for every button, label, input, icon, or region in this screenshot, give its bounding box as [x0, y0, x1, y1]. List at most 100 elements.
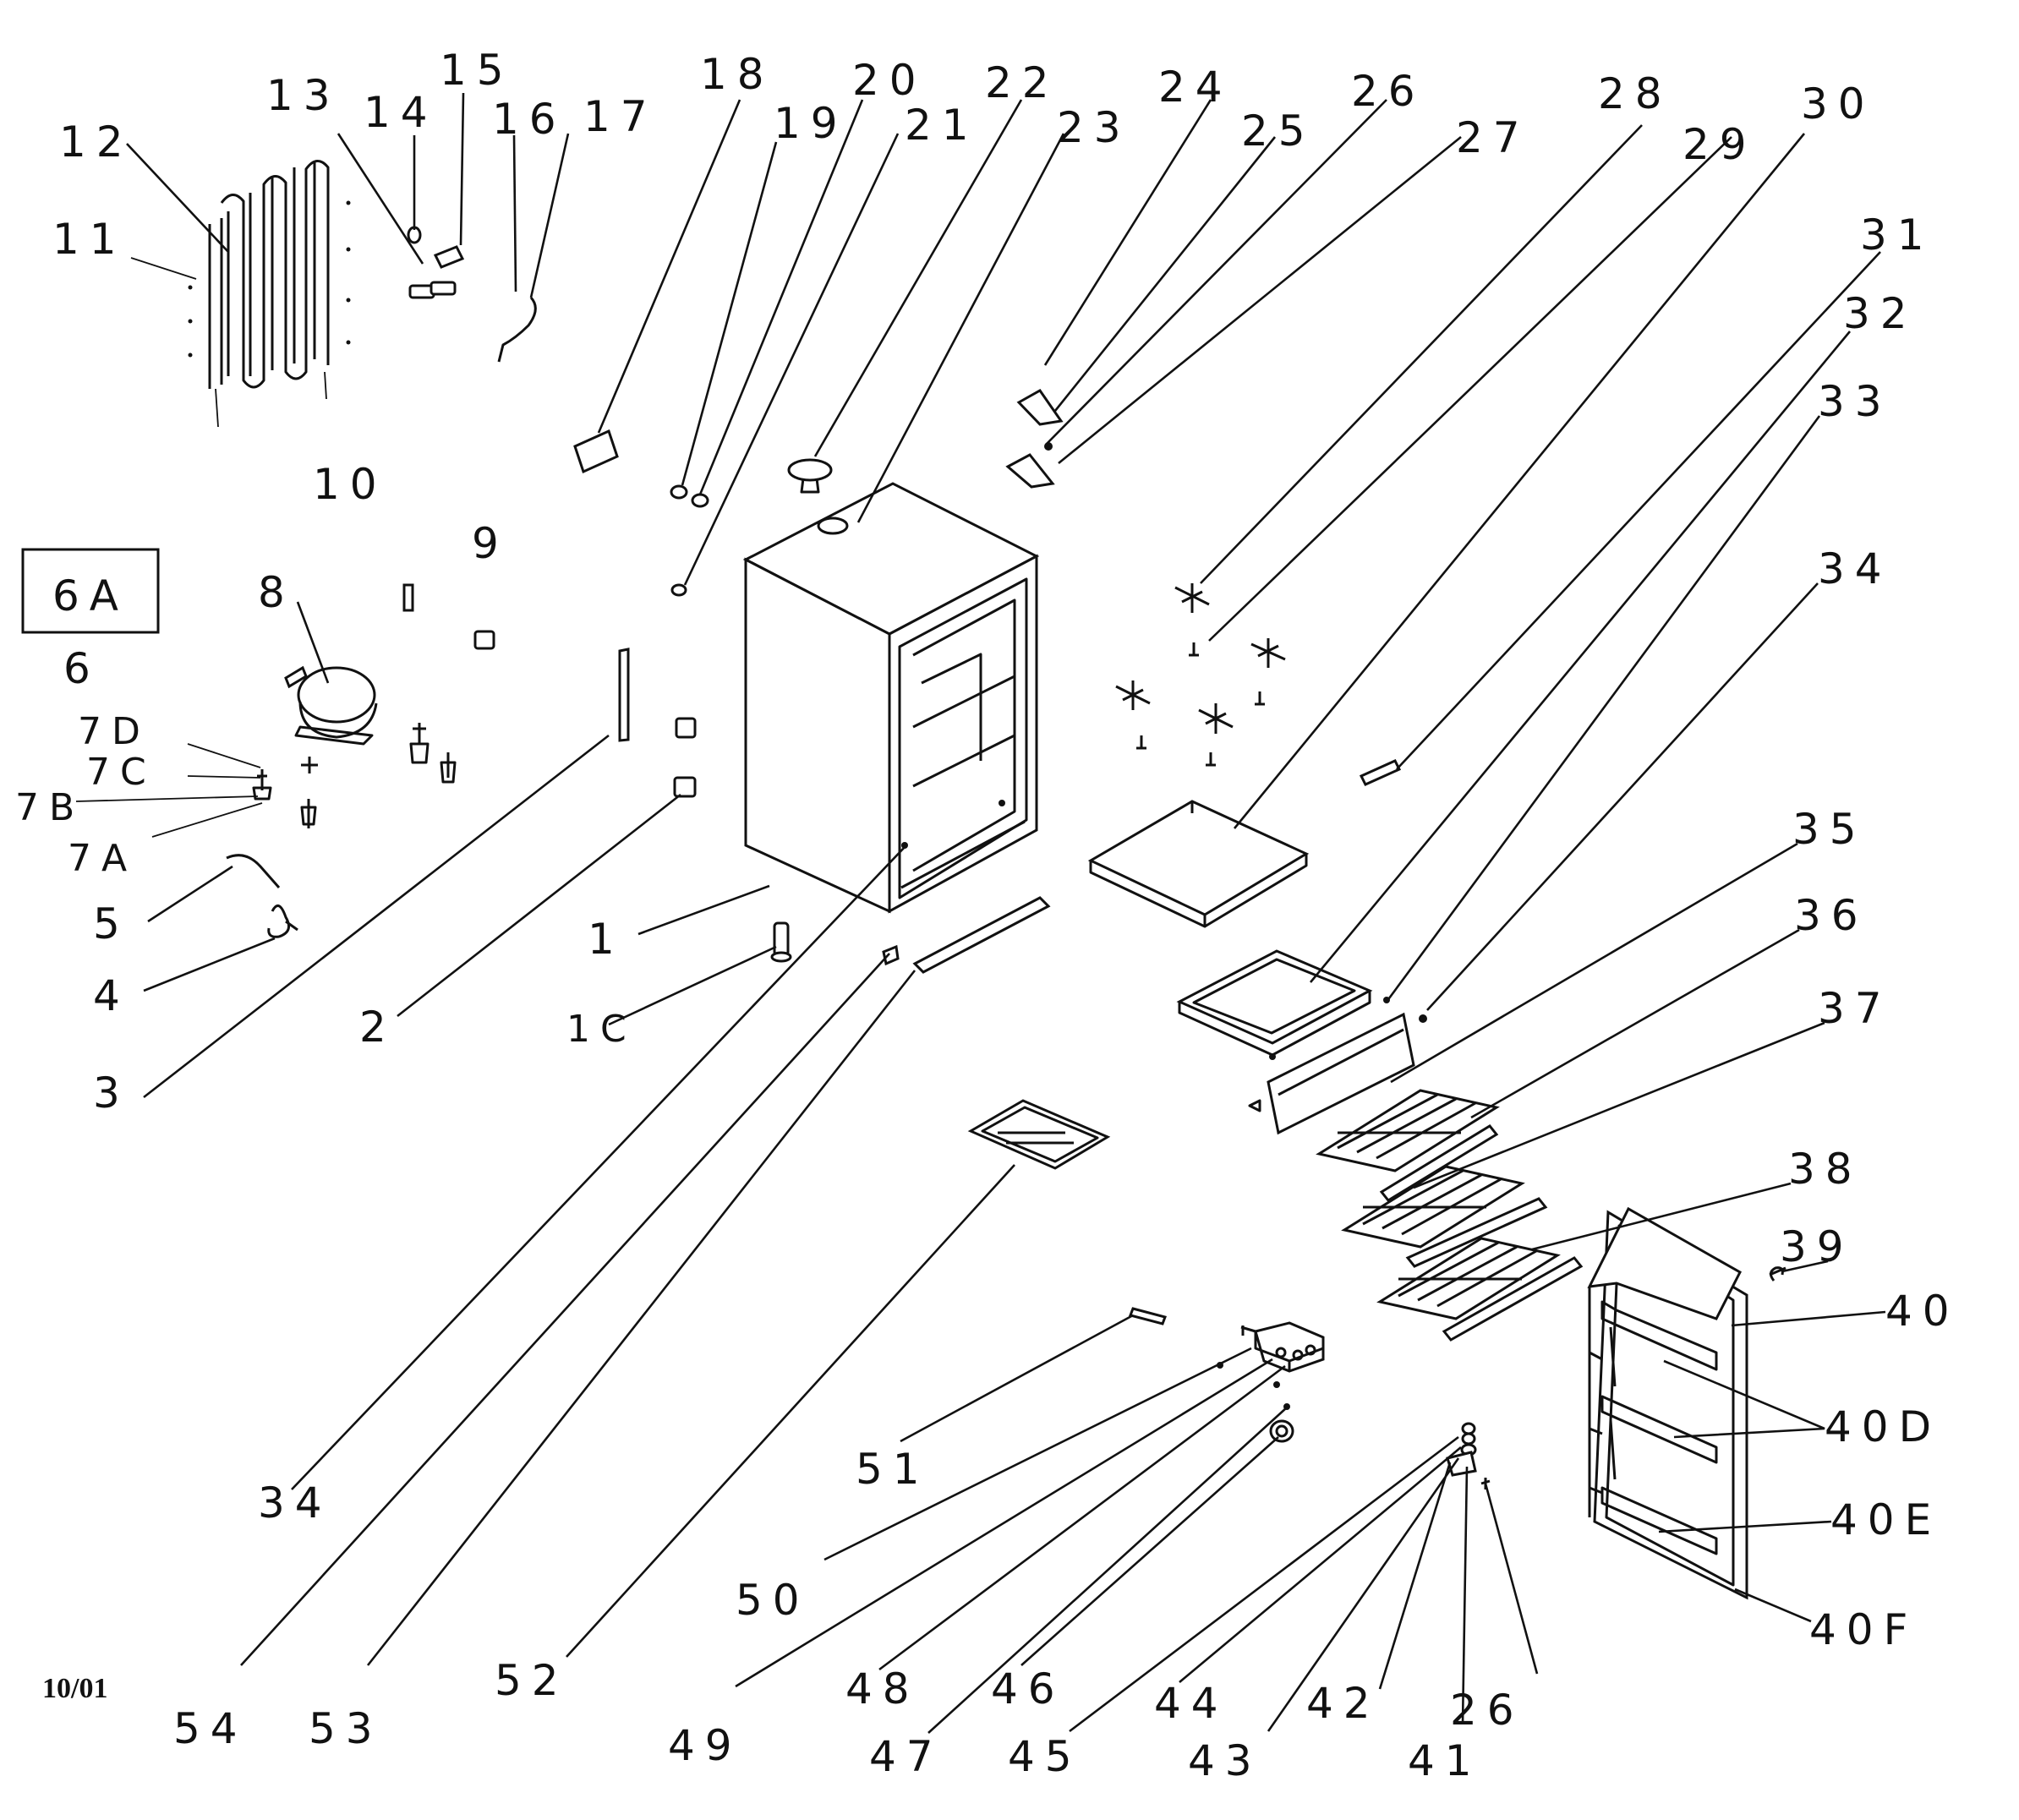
- label-54: 54: [173, 1704, 248, 1753]
- label-2: 2: [359, 1003, 397, 1052]
- label-8: 8: [258, 568, 295, 617]
- label-24: 24: [1158, 63, 1233, 112]
- label-35: 35: [1792, 805, 1867, 854]
- clip-31: [1359, 759, 1402, 786]
- screw-25: [1044, 442, 1053, 451]
- drip-tray: [1176, 949, 1373, 1057]
- thermostat-knob: [787, 458, 833, 494]
- leader-lines: [75, 92, 1886, 1734]
- label-15: 15: [440, 46, 514, 95]
- crisper-tray: [967, 1099, 1111, 1170]
- label-40e: 40E: [1830, 1495, 1941, 1544]
- label-43: 43: [1188, 1736, 1262, 1785]
- label-7c: 7C: [86, 751, 156, 794]
- hinge-cover-24: [1016, 389, 1064, 426]
- small-screws: [670, 484, 709, 597]
- label-12: 12: [59, 118, 134, 167]
- label-7b: 7B: [15, 786, 85, 829]
- label-10: 10: [313, 460, 387, 509]
- bracket-2-alt: [675, 717, 697, 739]
- label-17: 17: [583, 92, 658, 141]
- condenser-coil: [208, 160, 330, 428]
- coil-mounting-dots: [188, 200, 351, 358]
- label-4: 4: [93, 971, 130, 1020]
- label-18: 18: [700, 50, 774, 99]
- leveling-leg: [770, 921, 792, 963]
- label-6a: 6A: [52, 571, 129, 620]
- label-9: 9: [472, 519, 509, 568]
- hinge-pin-51: [1129, 1307, 1167, 1325]
- capacitor-and-clips: [407, 226, 465, 299]
- label-40f: 40F: [1809, 1605, 1918, 1654]
- label-41: 41: [1408, 1736, 1482, 1785]
- label-22: 22: [985, 58, 1059, 107]
- label-44: 44: [1154, 1679, 1228, 1728]
- compressor-grommets: [252, 723, 457, 828]
- label-27: 27: [1456, 113, 1530, 162]
- label-14: 14: [364, 88, 438, 137]
- bottom-rail: [912, 896, 1051, 974]
- part-labels: 6A 12 11 13 14 15 16 17 18 19 20 21 22 2…: [15, 46, 1960, 1785]
- wire-shelves: [1316, 1089, 1584, 1342]
- compressor: [284, 665, 378, 746]
- label-51: 51: [856, 1445, 930, 1494]
- label-34: 34: [1818, 544, 1892, 593]
- label-plate: [573, 429, 619, 474]
- label-40: 40: [1885, 1287, 1960, 1336]
- label-31: 31: [1860, 210, 1934, 260]
- clamp-4: [267, 904, 298, 938]
- label-53: 53: [309, 1704, 383, 1753]
- label-52: 52: [495, 1656, 569, 1705]
- rivet: [402, 583, 414, 612]
- label-49: 49: [668, 1721, 742, 1770]
- label-11: 11: [52, 215, 127, 264]
- plug: [473, 630, 495, 650]
- label-32: 32: [1843, 289, 1918, 338]
- label-33: 33: [1818, 377, 1892, 426]
- hinge-cover-27: [1005, 453, 1055, 489]
- door-assembly: [1587, 1206, 1748, 1600]
- label-46: 46: [991, 1664, 1065, 1713]
- shelf-supports: [1115, 583, 1286, 767]
- label-29: 29: [1682, 120, 1757, 169]
- label-34b: 34: [258, 1478, 332, 1528]
- thermostat-assembly: [1217, 1321, 1325, 1443]
- label-21: 21: [905, 101, 979, 150]
- label-1c: 1C: [566, 1008, 637, 1051]
- label-38: 38: [1788, 1145, 1863, 1194]
- drain-wire: [497, 296, 537, 363]
- label-7a: 7A: [68, 837, 137, 880]
- label-19: 19: [774, 99, 848, 148]
- power-wire: [226, 854, 281, 888]
- label-7d: 7D: [78, 710, 150, 753]
- label-39: 39: [1780, 1222, 1854, 1271]
- pad-53: [882, 944, 900, 966]
- label-45: 45: [1008, 1732, 1082, 1781]
- evaporator-tray: [1087, 800, 1310, 928]
- label-3: 3: [93, 1068, 130, 1118]
- label-26b: 26: [1450, 1686, 1524, 1735]
- label-47: 47: [869, 1732, 944, 1781]
- label-36: 36: [1794, 891, 1869, 940]
- label-23: 23: [1057, 103, 1131, 152]
- label-30: 30: [1801, 79, 1875, 128]
- label-16: 16: [492, 95, 566, 144]
- bottom-hinge: [1446, 1422, 1491, 1489]
- bracket-2: [673, 776, 697, 798]
- label-1: 1: [588, 915, 625, 964]
- label-48: 48: [845, 1664, 920, 1713]
- label-50: 50: [736, 1576, 810, 1625]
- cabinet-body: [742, 482, 1040, 914]
- label-5: 5: [93, 899, 130, 948]
- label-6: 6: [63, 644, 101, 693]
- rod-3: [618, 648, 630, 742]
- label-40d: 40D: [1825, 1402, 1941, 1451]
- label-42: 42: [1306, 1679, 1381, 1728]
- label-37: 37: [1818, 984, 1892, 1033]
- date-code: 10/01: [42, 1673, 107, 1704]
- inset-box-6a: [21, 548, 160, 634]
- label-13: 13: [266, 71, 341, 120]
- label-26: 26: [1351, 67, 1425, 116]
